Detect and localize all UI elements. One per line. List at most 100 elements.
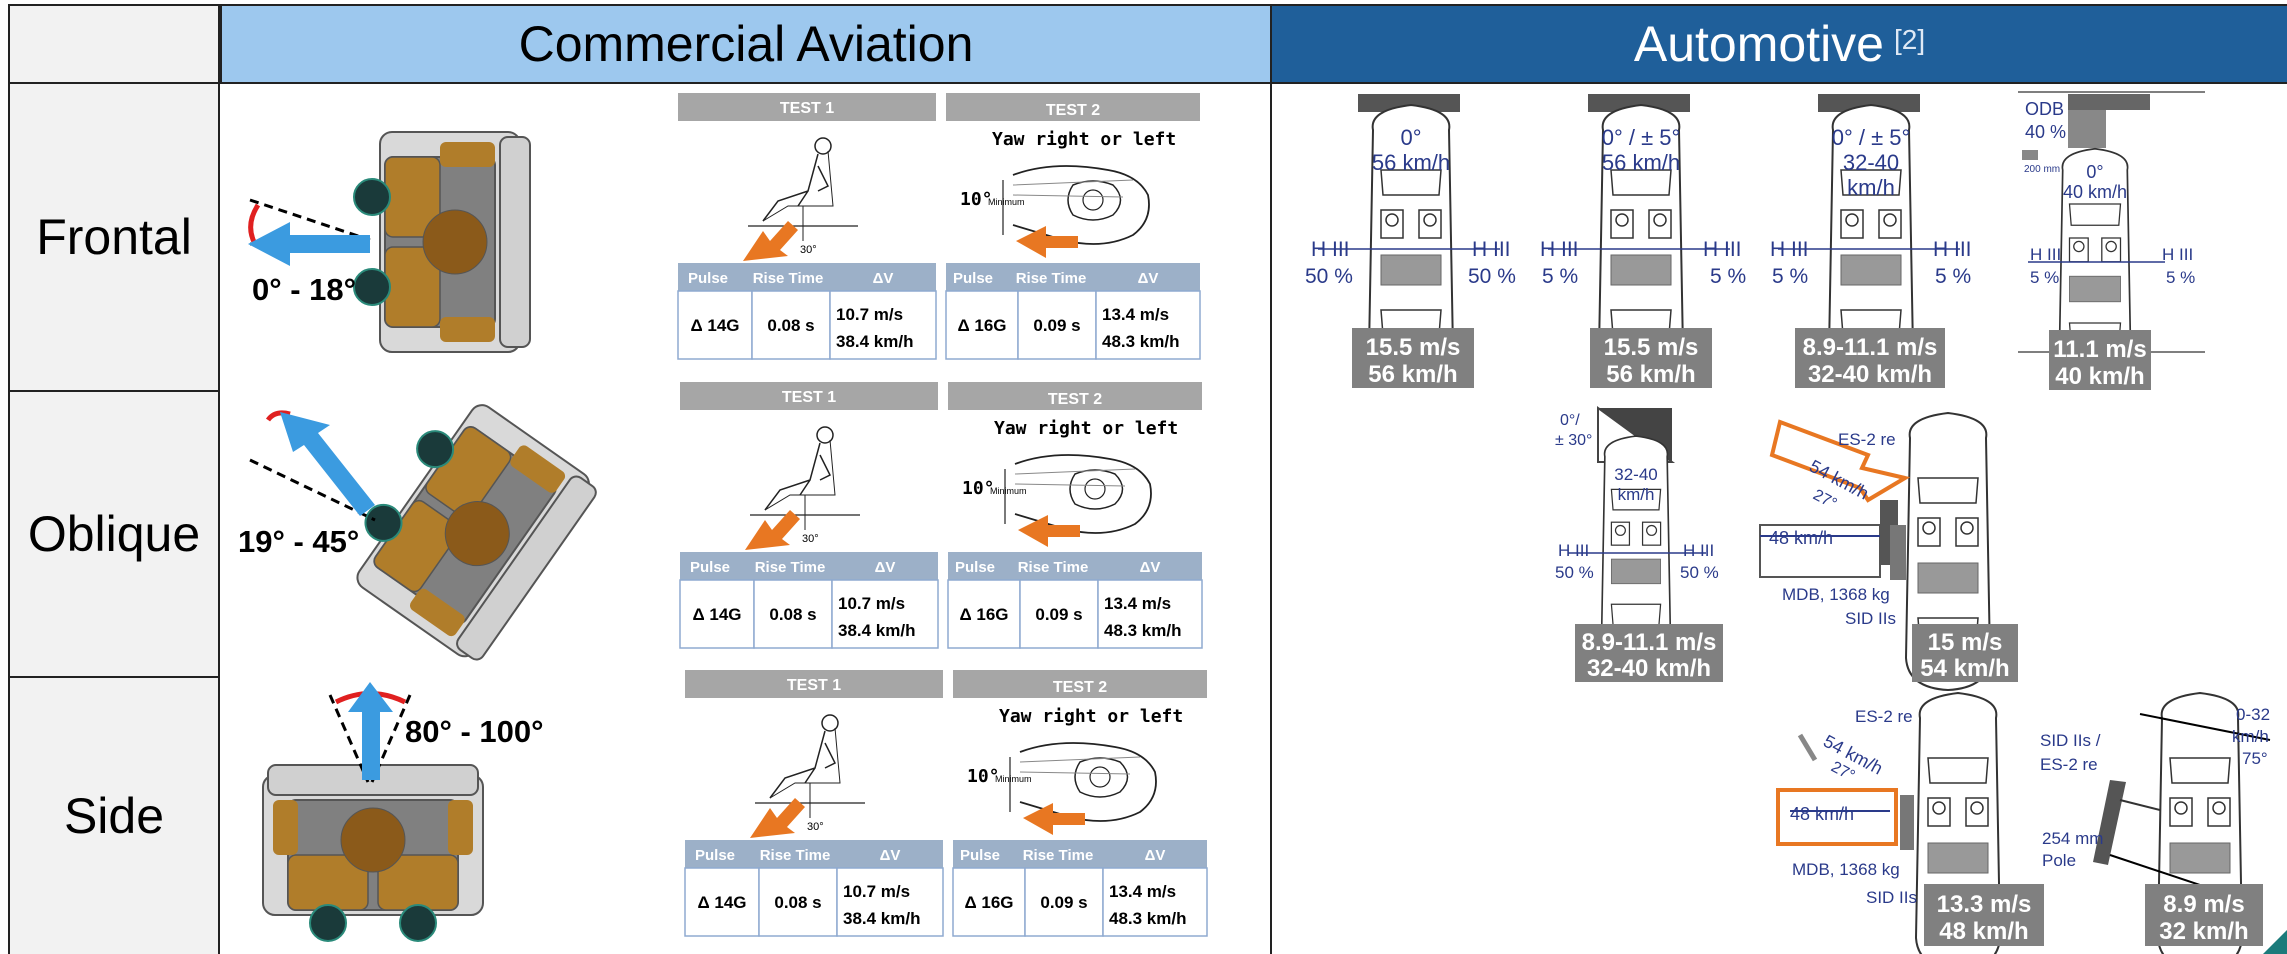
o1-box-kmh: 32-40 km/h [1587, 655, 1711, 682]
f3-box-kmh: 32-40 km/h [1808, 361, 1932, 388]
o1-left-dummy: H III [1558, 541, 1589, 560]
s1-sid: SID IIs [1866, 888, 1917, 907]
f2-left-pct: 5 % [1542, 265, 1578, 288]
col-pulse: Pulse [960, 847, 1000, 864]
test1-title: TEST 1 [782, 389, 836, 406]
yaw-label: Yaw right or left [999, 706, 1183, 727]
test2-title: TEST 2 [1046, 102, 1100, 119]
f3-left-dummy: H III [1770, 238, 1809, 261]
tests-panel-frontal: TEST 1 TEST 2 30° Yaw right or left 10° … [678, 93, 1200, 359]
s1-box-kmh: 48 km/h [1939, 918, 2028, 945]
f4-right-dummy: H III [2162, 245, 2193, 264]
f2-left-dummy: H III [1540, 238, 1579, 261]
test2-title: TEST 2 [1053, 679, 1107, 696]
test2-pulse: Δ 16G [959, 605, 1008, 624]
col-delta-v: ΔV [1138, 270, 1159, 287]
test2-dv-kmh: 48.3 km/h [1109, 909, 1187, 928]
col-rise-time: Rise Time [1016, 270, 1087, 287]
col-rise-time: Rise Time [1018, 559, 1089, 576]
test2-dv-ms: 13.4 m/s [1102, 305, 1169, 324]
f2-right-dummy: H III [1703, 238, 1742, 261]
corner-decoration [2263, 930, 2287, 954]
col-rise-time: Rise Time [753, 270, 824, 287]
test1-pulse: Δ 14G [692, 605, 741, 624]
test1-dv-ms: 10.7 m/s [836, 305, 903, 324]
test1-dv-ms: 10.7 m/s [838, 594, 905, 613]
auto-side-pole: SID IIs / ES-2 re 254 mm Pole 0-32 km/h … [2040, 693, 2270, 954]
f3-speed-unit: km/h [1847, 175, 1895, 200]
f4-odb-label: ODB [2025, 99, 2064, 119]
auto-frontal-full-width: 0° 56 km/h H III 50 % H III 50 % 15.5 m/… [1305, 94, 1516, 388]
impact-arrow-icon [280, 412, 375, 516]
f1-speed: 56 km/h [1372, 150, 1450, 175]
f3-speed: 32-40 [1843, 150, 1899, 175]
f3-left-pct: 5 % [1772, 265, 1808, 288]
f2-right-pct: 5 % [1710, 265, 1746, 288]
test1-dv-kmh: 38.4 km/h [836, 332, 914, 351]
s2-pole-label: Pole [2042, 851, 2076, 870]
test2-rise: 0.09 s [1040, 893, 1087, 912]
o1-right-dummy: H III [1683, 541, 1714, 560]
f4-odb-pct: 40 % [2025, 122, 2066, 142]
o1-speed: 32-40 [1614, 465, 1657, 484]
auto-frontal-low-speed: 0° / ± 5° 32-40 km/h H III 5 % H III 5 %… [1770, 94, 1972, 388]
f4-speed: 40 km/h [2063, 182, 2127, 202]
test2-pulse: Δ 16G [957, 316, 1006, 335]
f4-box-kmh: 40 km/h [2055, 363, 2144, 390]
test2-dv-ms: 13.4 m/s [1109, 882, 1176, 901]
s1-speed: 48 km/h [1790, 804, 1854, 824]
test2-dv-kmh: 48.3 km/h [1104, 621, 1182, 640]
s2-box-ms: 8.9 m/s [2163, 891, 2244, 918]
test2-pulse: Δ 16G [964, 893, 1013, 912]
f1-angle: 0° [1400, 125, 1421, 150]
f4-left-pct: 5 % [2030, 268, 2059, 287]
angle-frontal: 0° - 18° [252, 272, 356, 307]
angle-side: 80° - 100° [405, 714, 544, 749]
s1-box-ms: 13.3 m/s [1937, 891, 2032, 918]
f2-box-ms: 15.5 m/s [1604, 334, 1699, 361]
auto-oblique-side-mdb: ES-2 re 54 km/h 27° 48 km/h MDB, 1368 kg… [1760, 413, 2018, 690]
col-delta-v: ΔV [1145, 847, 1166, 864]
s2-speed-unit: km/h [2232, 727, 2269, 746]
o1-right-pct: 50 % [1680, 563, 1719, 582]
s1-dummy-label: ES-2 re [1855, 707, 1913, 726]
minimum-label: Minimum [988, 197, 1025, 207]
test2-rise: 0.09 s [1033, 316, 1080, 335]
orange-arrow-icon [745, 510, 800, 550]
s2-pole-diameter: 254 mm [2042, 829, 2103, 848]
impact-arrow-icon [248, 222, 370, 266]
test2-rise: 0.09 s [1035, 605, 1082, 624]
auto-frontal-odb: ODB 40 % 200 mm 0° 40 km/h H III 5 % H I… [2018, 92, 2205, 390]
col-pulse: Pulse [688, 270, 728, 287]
orange-arrow-icon [750, 798, 805, 838]
s2-angle: 75° [2242, 749, 2268, 768]
o2-angle: 27° [1810, 487, 1839, 513]
s1-mdb: MDB, 1368 kg [1792, 860, 1900, 879]
f4-angle: 0° [2086, 162, 2103, 182]
f3-right-dummy: H III [1933, 238, 1972, 261]
test1-rise: 0.08 s [774, 893, 821, 912]
o2-dummy-label: ES-2 re [1838, 430, 1896, 449]
col-pulse: Pulse [690, 559, 730, 576]
angle-oblique: 19° - 45° [238, 524, 359, 559]
col-rise-time: Rise Time [1023, 847, 1094, 864]
col-pulse: Pulse [955, 559, 995, 576]
o1-left-pct: 50 % [1555, 563, 1594, 582]
f1-left-pct: 50 % [1305, 265, 1353, 288]
o2-mdb: MDB, 1368 kg [1782, 585, 1890, 604]
thirty-deg-label: 30° [807, 821, 824, 833]
minimum-label: Minimum [990, 486, 1027, 496]
f3-box-ms: 8.9-11.1 m/s [1803, 334, 1938, 361]
o1-angle: 0°/ [1560, 412, 1580, 429]
test2-title: TEST 2 [1048, 391, 1102, 408]
test1-pulse: Δ 14G [697, 893, 746, 912]
frontal-seat-illustration [248, 132, 530, 352]
col-delta-v: ΔV [880, 847, 901, 864]
f2-speed: 56 km/h [1602, 150, 1680, 175]
o1-angle-range: ± 30° [1555, 432, 1592, 449]
s2-speed: 0-32 [2236, 705, 2270, 724]
f2-box-kmh: 56 km/h [1606, 361, 1695, 388]
test1-rise: 0.08 s [769, 605, 816, 624]
f4-mm: 200 mm [2024, 164, 2060, 175]
tests-panel-side: TEST 1 TEST 2 30° Yaw right or left 10° … [685, 670, 1207, 936]
